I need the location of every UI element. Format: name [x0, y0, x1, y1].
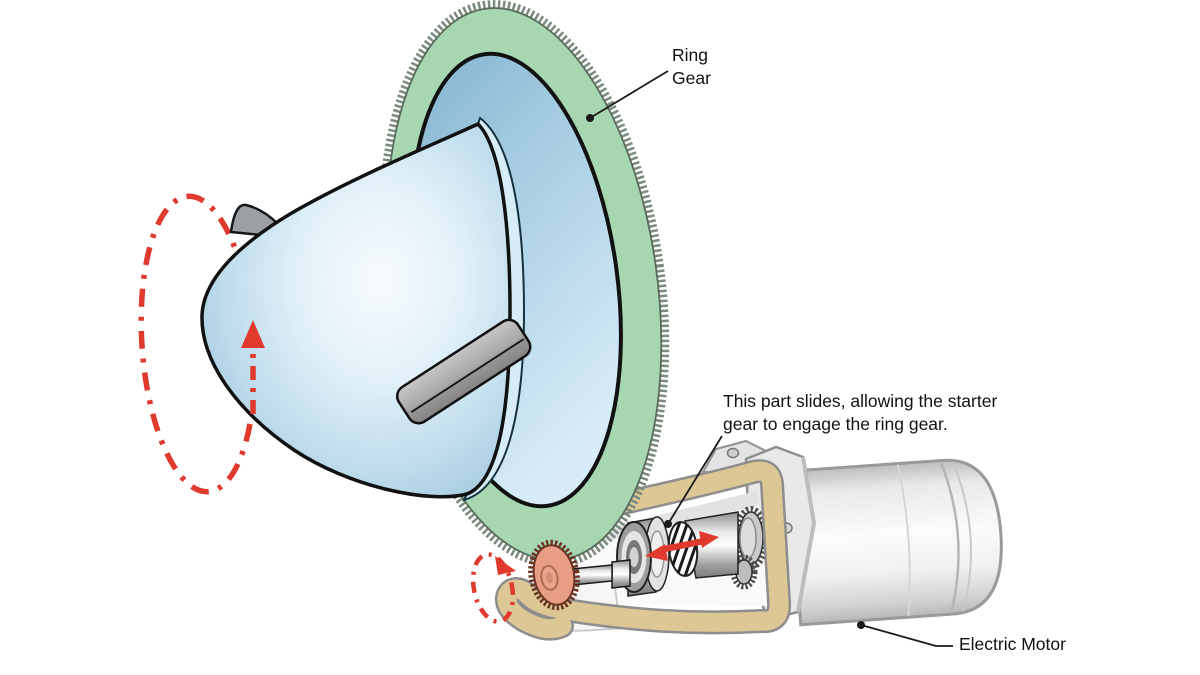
electric-motor-text: Electric Motor: [959, 634, 1066, 654]
electric-motor-label: Electric Motor: [959, 633, 1066, 656]
ring-gear-label-line2: Gear: [672, 67, 711, 88]
ring-gear-leader: [589, 70, 669, 119]
starter-drive-assembly: [571, 511, 739, 597]
slider-leader-dot: [664, 520, 672, 528]
motor-cylinder: [788, 458, 1003, 627]
motor-seam: [896, 464, 911, 617]
ring-gear-label: Ring Gear: [672, 44, 711, 89]
pinion-rotation-arrowhead: [495, 556, 516, 575]
ring-gear-leader-dot: [586, 114, 594, 122]
slider-note-line1: This part slides, allowing the starter: [723, 391, 998, 411]
motor-leader-dot: [857, 621, 865, 629]
slider-note-label: This part slides, allowing the starter g…: [723, 390, 997, 435]
shaft-step: [611, 559, 631, 589]
leader-lines: [586, 70, 953, 647]
ear-bolt: [726, 447, 740, 459]
electric-motor-body: [788, 458, 1003, 627]
pinion-rotation-arrow: [470, 552, 516, 624]
slider-note-line2: gear to engage the ring gear.: [723, 413, 948, 434]
slider-leader: [667, 435, 723, 525]
bracket-frame: [495, 459, 792, 641]
idler-gear-teeth: [730, 554, 758, 590]
pinion-teeth: [528, 539, 580, 611]
cone-rotation-arrowhead: [241, 320, 265, 348]
pinion-gear: [528, 539, 580, 611]
bracket-tan-channel: [497, 461, 789, 639]
motor-cap-seam2: [951, 461, 972, 612]
slide-arrow-left-head: [645, 544, 668, 561]
slide-arrow: [645, 531, 719, 561]
ring-gear-teeth: [378, 0, 670, 568]
motor-cap-seam: [939, 461, 960, 614]
slide-arrow-right-head: [699, 531, 719, 548]
propeller-blade-main: [395, 318, 532, 425]
blade-edge-line: [410, 338, 525, 413]
motor-leader: [860, 624, 953, 647]
ring-gear-label-line1: Ring: [672, 45, 708, 65]
plate-edge-highlight: [796, 456, 817, 613]
cone-rotation-arrow: [241, 320, 265, 414]
